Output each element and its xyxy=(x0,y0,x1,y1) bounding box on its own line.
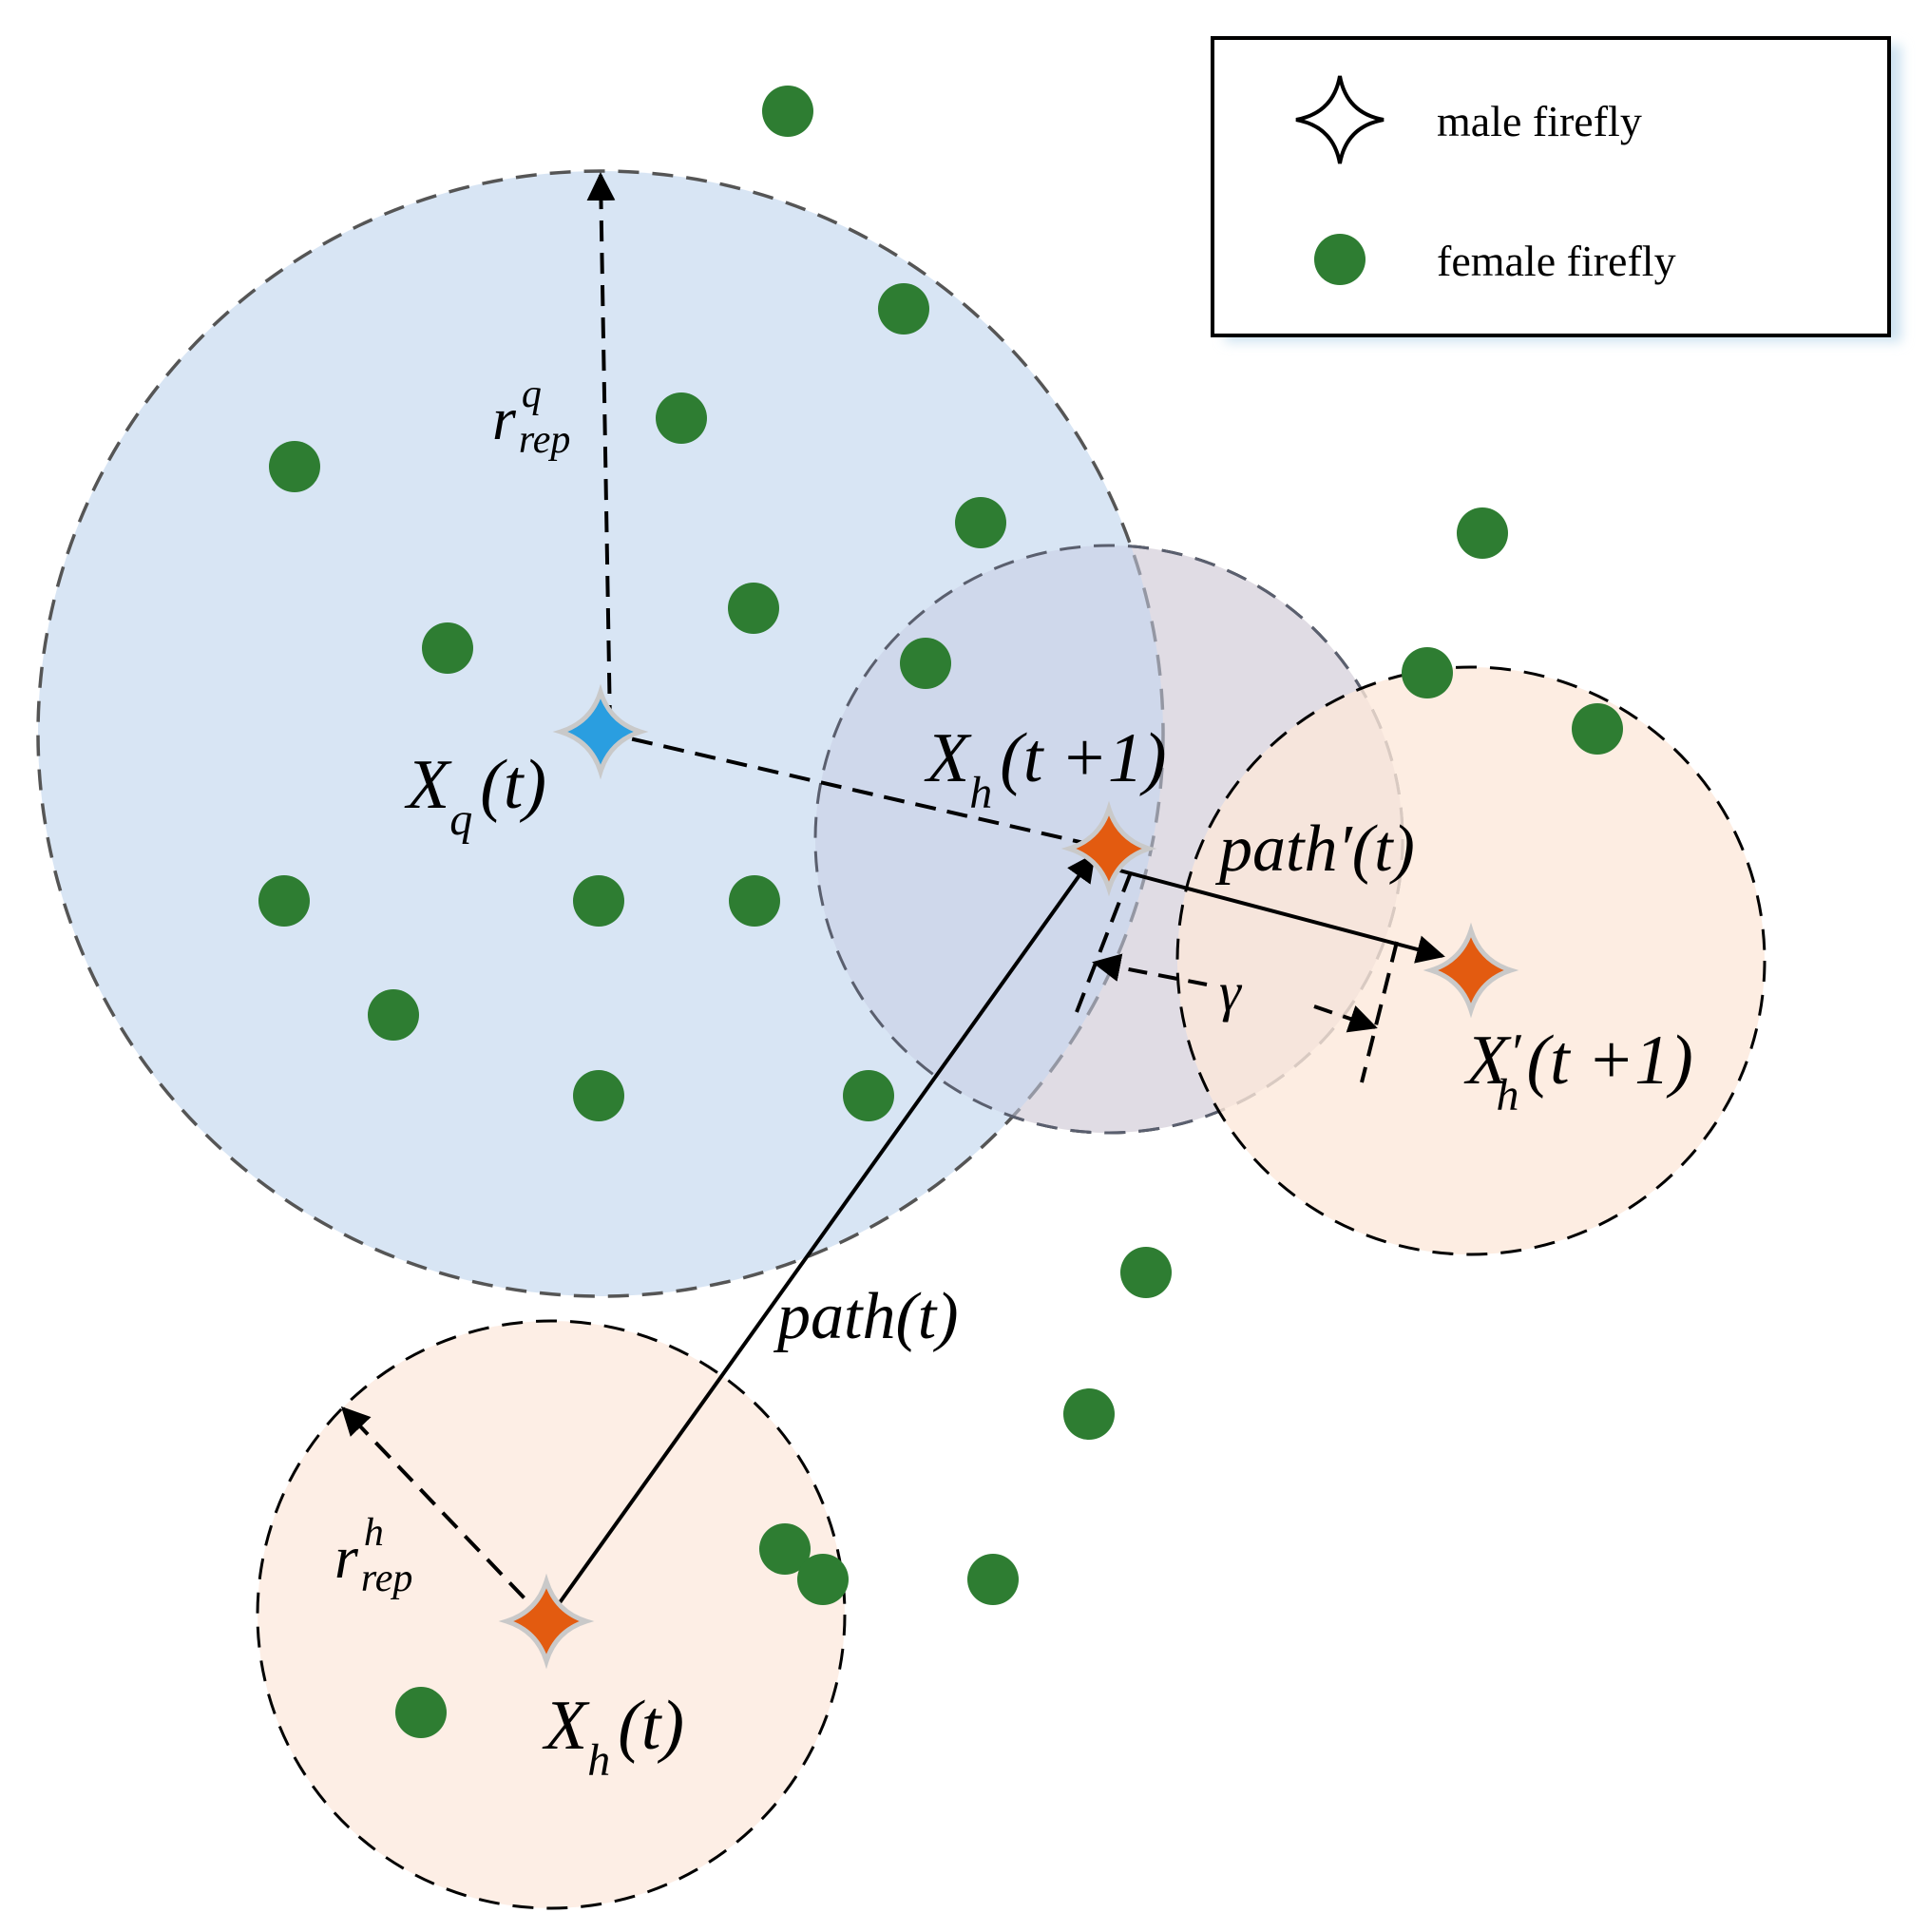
r-rep-q-radius-arrow xyxy=(586,172,616,727)
female-firefly xyxy=(1402,647,1453,698)
female-firefly xyxy=(797,1554,849,1605)
female-firefly xyxy=(368,989,419,1041)
female-firefly xyxy=(1063,1388,1115,1440)
female-firefly xyxy=(656,392,707,444)
label-path-t: path(t) xyxy=(773,1280,959,1353)
male-firefly-xh-prime-star-icon xyxy=(1423,922,1519,1019)
gamma-arrow-right xyxy=(1313,1004,1378,1033)
female-firefly xyxy=(269,441,320,492)
female-firefly xyxy=(573,875,624,927)
female-firefly xyxy=(955,497,1006,548)
female-firefly xyxy=(843,1070,894,1121)
legend-male-label: male firefly xyxy=(1437,97,1642,145)
legend-female-label: female firefly xyxy=(1437,237,1676,285)
gamma-tick-left xyxy=(1075,871,1133,1013)
female-firefly xyxy=(900,638,951,689)
female-firefly xyxy=(762,86,813,137)
gamma-arrow-left xyxy=(1092,953,1208,986)
gamma-tick-right xyxy=(1360,941,1399,1083)
legend-female-dot-icon xyxy=(1314,234,1366,285)
female-firefly xyxy=(1120,1247,1172,1298)
female-firefly xyxy=(1572,703,1623,755)
female-firefly xyxy=(728,583,779,634)
male-firefly-xh-t1-star-icon xyxy=(1060,800,1157,897)
legend-box xyxy=(1211,36,1891,337)
female-firefly xyxy=(729,875,780,927)
female-firefly xyxy=(759,1523,811,1575)
label-xq-t: Xq(t) xyxy=(404,746,546,845)
female-firefly xyxy=(395,1687,447,1738)
male-firefly-xq-star-icon xyxy=(552,683,649,780)
female-firefly xyxy=(1457,507,1508,559)
male-firefly-xh-t-star-icon xyxy=(498,1573,595,1670)
female-firefly xyxy=(967,1554,1019,1605)
path-prime-t-arrow xyxy=(1108,866,1445,964)
label-xh-t1: Xh(t +1) xyxy=(924,719,1166,818)
path-t-arrow xyxy=(544,852,1096,1623)
label-path-prime-t: path′(t) xyxy=(1214,813,1415,886)
legend: male firefly female firefly xyxy=(1211,36,1901,342)
female-firefly xyxy=(422,622,473,674)
gamma-label: γ xyxy=(1219,961,1243,1023)
label-xh-t: Xh(t) xyxy=(542,1687,684,1786)
female-fireflies xyxy=(258,86,1623,1738)
label-xh-prime-t1: X′h(t +1) xyxy=(1463,1022,1693,1120)
female-firefly xyxy=(573,1070,624,1121)
female-firefly xyxy=(258,875,310,927)
xq-to-xh-connector xyxy=(600,730,1110,851)
gamma-measure: γ xyxy=(1075,871,1399,1083)
female-firefly xyxy=(878,283,929,335)
legend-male-star-icon xyxy=(1295,75,1385,164)
r-rep-h-radius-arrow xyxy=(340,1406,548,1623)
